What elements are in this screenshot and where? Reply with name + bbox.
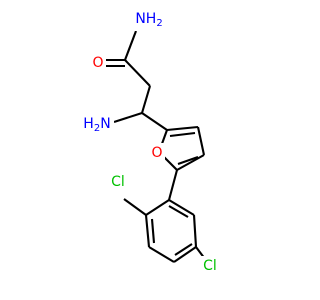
chloro-ortho-label: Cl [111, 174, 125, 190]
label-bg-carbonyl-o [90, 53, 106, 73]
furan-o-label: O [151, 145, 162, 161]
bond-ph-c5-c6 [192, 214, 198, 248]
chloro-meta-label: Cl [203, 258, 217, 274]
bond-furan-c4-c3 [196, 126, 206, 156]
amine-nh2-label: H2N [83, 116, 110, 134]
bond-ph-double-2 [174, 243, 193, 256]
bond-ch-furan [141, 112, 168, 131]
bond-furan-c5-c4 [176, 154, 205, 171]
label-bg-cl-meta [198, 256, 220, 276]
amide-nh2-label: NH2 [135, 11, 162, 29]
bond-ph-c6-c1 [168, 199, 195, 216]
bond-ph-double-3 [168, 205, 189, 218]
label-bg-furan-o [149, 143, 165, 163]
bond-ph-c4-c5 [173, 246, 197, 263]
bond-ch-n-amine [113, 112, 143, 123]
bond-ph-cl-ortho [123, 198, 147, 216]
bond-c-n-amide [124, 30, 137, 61]
label-bg-cl-ortho [107, 172, 129, 192]
molecule-structure: NH2 O H2N O Cl Cl [79, 9, 220, 276]
bond-ch2-ch [140, 85, 152, 114]
bond-furan-phenyl [167, 169, 179, 201]
bond-ph-c3-c4 [148, 246, 175, 263]
bond-furan-c3-c2 [166, 125, 199, 132]
carbonyl-o-label: O [92, 55, 103, 71]
molecule-canvas: NH2 O H2N O Cl Cl [79, 9, 220, 276]
bond-ph-c1-c2 [145, 199, 170, 216]
bond-ph-double-1 [150, 218, 156, 244]
bond-furan-c3-c2-double [169, 131, 196, 138]
bond-furan-c4-c5-double [177, 156, 199, 165]
label-bg-amide-nh2 [130, 9, 168, 31]
label-bg-amine-nh2 [79, 114, 114, 136]
bond-c-ch2 [124, 59, 151, 87]
bond-ph-c2-c3 [144, 214, 151, 248]
